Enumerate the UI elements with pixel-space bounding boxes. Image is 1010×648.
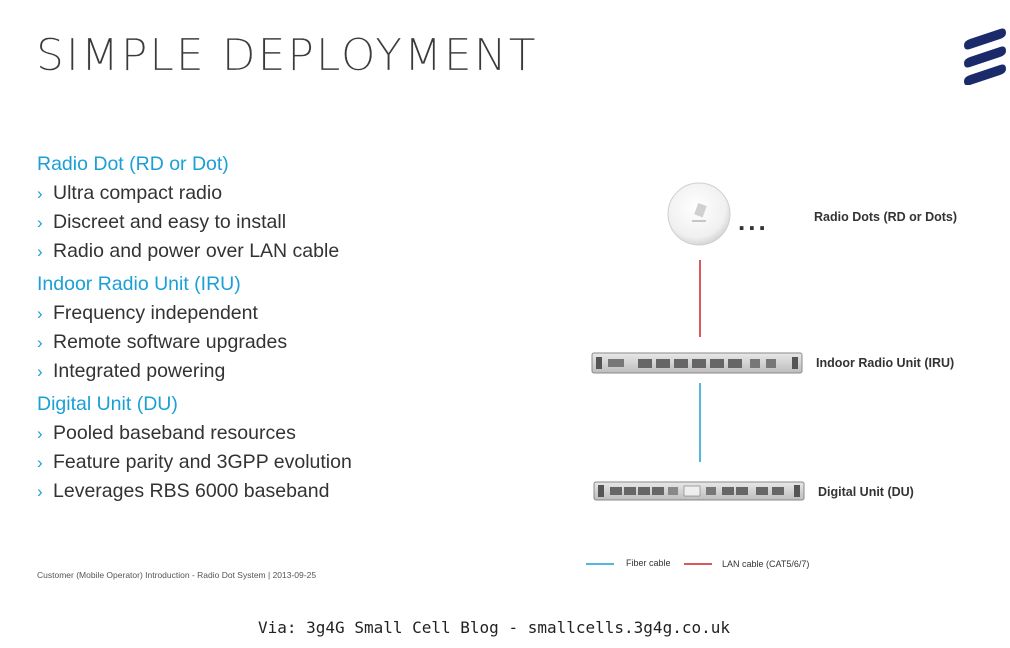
section-radio-dot: Radio Dot (RD or Dot) ›Ultra compact rad…: [37, 150, 517, 266]
chevron-right-icon: ›: [37, 362, 43, 381]
chevron-right-icon: ›: [37, 304, 43, 323]
chevron-right-icon: ›: [37, 242, 43, 261]
chevron-right-icon: ›: [37, 333, 43, 352]
bullet-list: Radio Dot (RD or Dot) ›Ultra compact rad…: [37, 150, 517, 510]
slide-title: SIMPLE DEPLOYMENT: [36, 30, 538, 81]
bullet-item: ›Ultra compact radio: [37, 179, 517, 208]
chevron-right-icon: ›: [37, 453, 43, 472]
diagram-graphics: [586, 182, 805, 565]
iru-device: [591, 352, 803, 374]
du-device: [593, 481, 805, 501]
du-label: Digital Unit (DU): [818, 485, 914, 499]
legend-lan-label: LAN cable (CAT5/6/7): [722, 559, 810, 569]
chevron-right-icon: ›: [37, 213, 43, 232]
section-iru: Indoor Radio Unit (IRU) ›Frequency indep…: [37, 270, 517, 386]
iru-label: Indoor Radio Unit (IRU): [816, 356, 955, 370]
section-heading: Radio Dot (RD or Dot): [37, 153, 229, 175]
chevron-right-icon: ›: [37, 184, 43, 203]
bullet-item: ›Discreet and easy to install: [37, 208, 517, 237]
slide-footer: Customer (Mobile Operator) Introduction …: [37, 570, 317, 580]
bullet-item: ›Feature parity and 3GPP evolution: [37, 448, 517, 477]
via-credit: Via: 3g4G Small Cell Blog - smallcells.3…: [257, 618, 730, 637]
bullet-item: ›Leverages RBS 6000 baseband: [37, 477, 517, 506]
bullet-item: ›Frequency independent: [37, 299, 517, 328]
bullet-item: ›Remote software upgrades: [37, 328, 517, 357]
bullet-item: ›Integrated powering: [37, 357, 517, 386]
chevron-right-icon: ›: [37, 482, 43, 501]
bullet-item: ›Pooled baseband resources: [37, 419, 517, 448]
more-dots-ellipsis: ...: [738, 206, 769, 236]
section-heading: Indoor Radio Unit (IRU): [37, 273, 241, 295]
section-du: Digital Unit (DU) ›Pooled baseband resou…: [37, 390, 517, 506]
deployment-diagram: ... Radio Dots (RD or Dots) Indoor Radio…: [560, 160, 1000, 590]
legend-fiber-label: Fiber cable: [626, 558, 671, 568]
radio-dot-device: [667, 182, 731, 246]
ericsson-logo-icon: [964, 28, 1006, 85]
section-heading: Digital Unit (DU): [37, 393, 178, 415]
bullet-item: ›Radio and power over LAN cable: [37, 237, 517, 266]
radio-dots-label: Radio Dots (RD or Dots): [814, 210, 958, 224]
chevron-right-icon: ›: [37, 424, 43, 443]
